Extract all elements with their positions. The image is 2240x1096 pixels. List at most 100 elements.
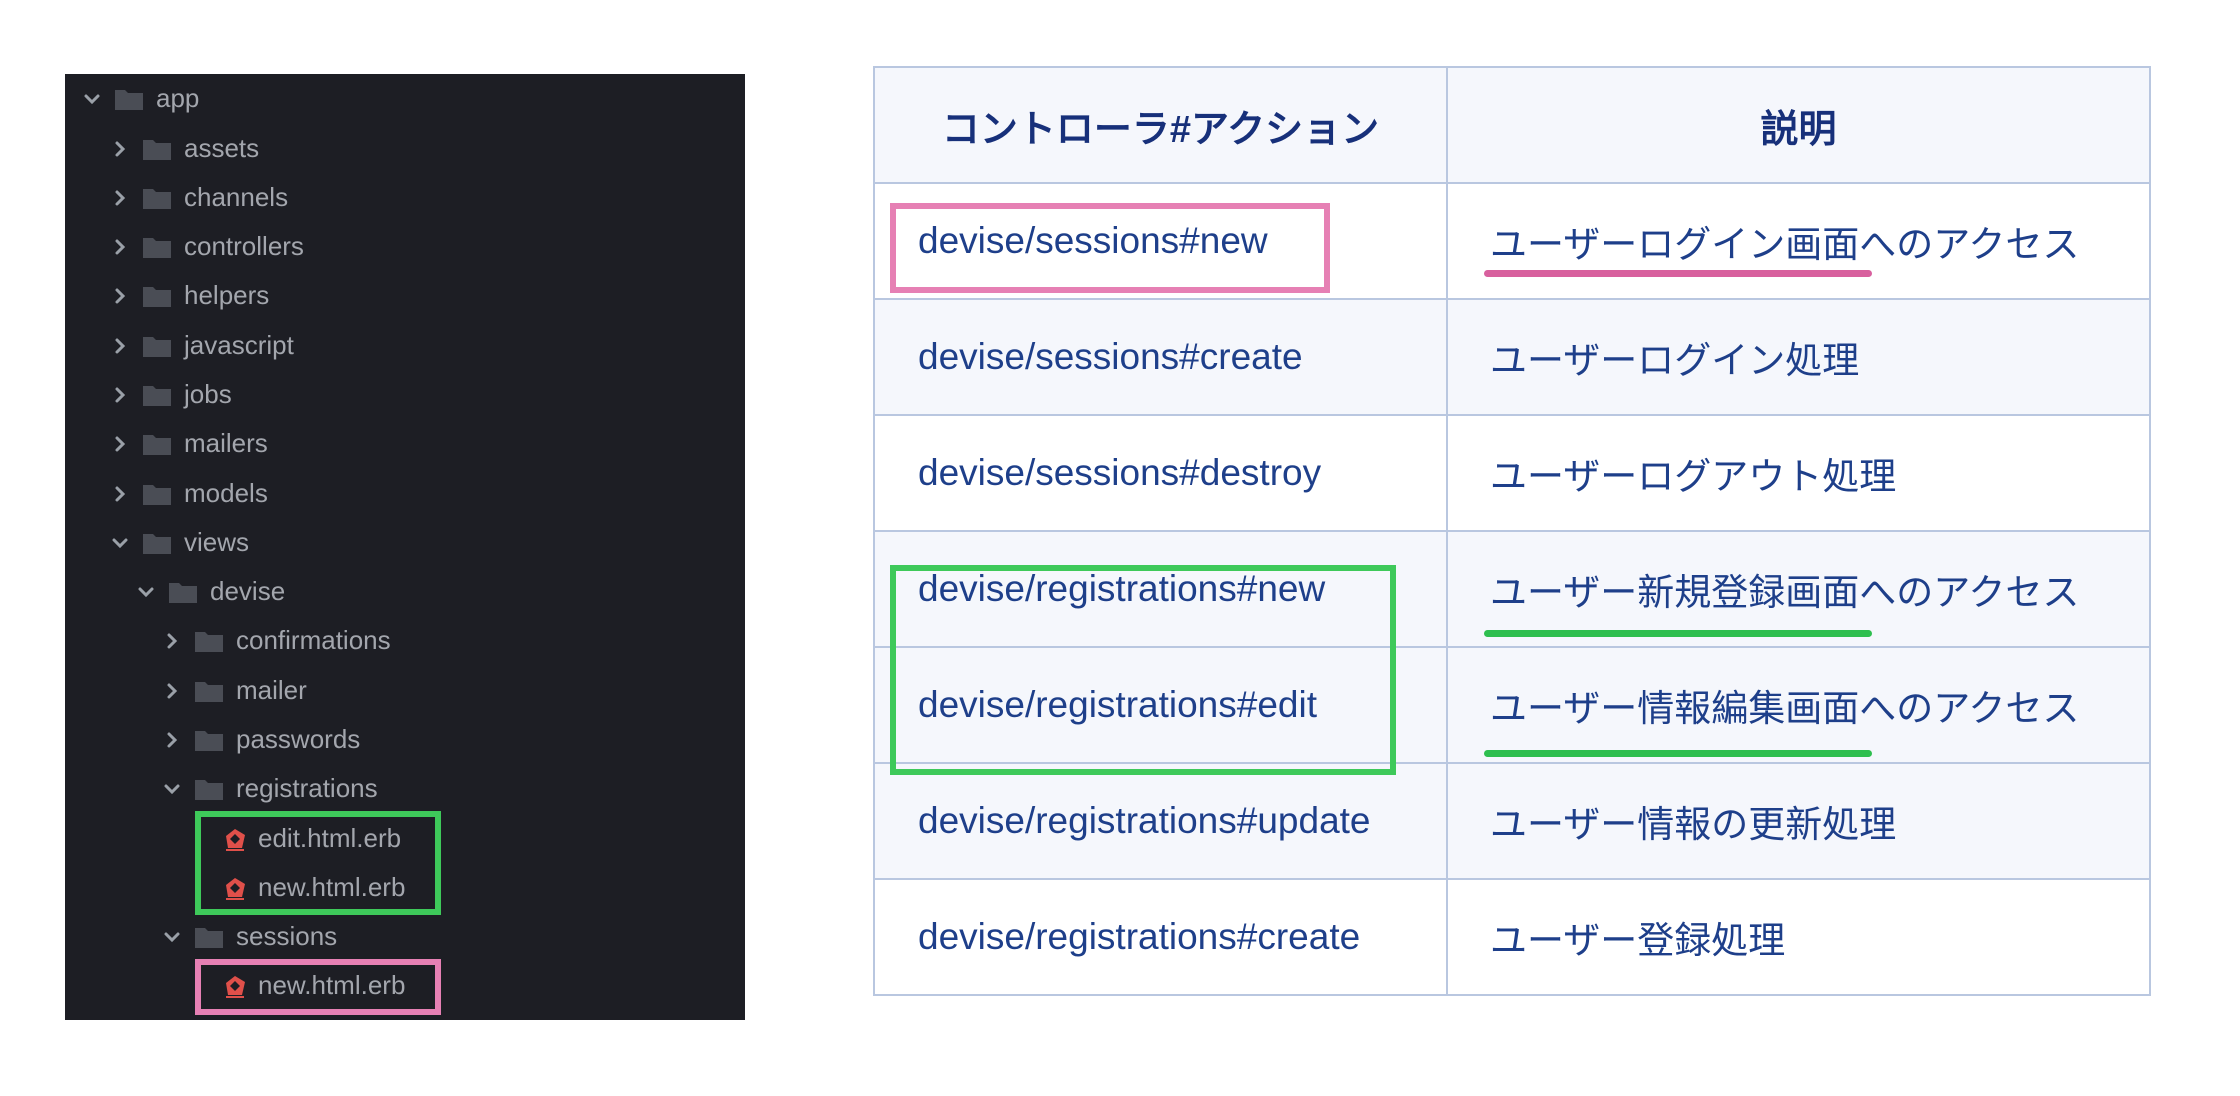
tree-item-label: jobs [184, 379, 232, 409]
chevron-right-icon [108, 383, 132, 407]
folder-icon [142, 334, 172, 358]
chevron-right-icon [108, 432, 132, 456]
chevron-down-icon [80, 87, 104, 111]
tree-item-label: views [184, 527, 250, 557]
file-tree: app assets channels controllers helpers … [65, 74, 745, 1020]
tree-item-label: edit.html.erb [258, 823, 402, 853]
table-row: devise/registrations#edit ユーザー情報編集画面へのアク… [873, 646, 2151, 764]
folder-icon [142, 432, 172, 456]
tree-item-controllers[interactable]: controllers [108, 222, 304, 271]
tree-item-label: passwords [236, 724, 361, 754]
tree-item-helpers[interactable]: helpers [108, 271, 269, 320]
chevron-right-icon [160, 728, 184, 752]
description-underline [1484, 630, 1872, 637]
folder-icon [142, 482, 172, 506]
description-underline [1484, 270, 1872, 277]
tree-item-models[interactable]: models [108, 469, 268, 518]
tree-item-label: app [156, 83, 200, 113]
description-cell: ユーザー情報の更新処理 [1446, 762, 2151, 880]
tree-item-label: channels [184, 182, 289, 212]
registrations-new-edit-highlight [890, 565, 1396, 775]
tree-item-confirmations[interactable]: confirmations [160, 616, 391, 665]
tree-file-edit-html-erb[interactable]: edit.html.erb [222, 814, 401, 863]
folder-icon [114, 87, 144, 111]
chevron-right-icon [108, 186, 132, 210]
table-row: devise/registrations#update ユーザー情報の更新処理 [873, 762, 2151, 880]
chevron-down-icon [134, 580, 158, 604]
tree-item-sessions[interactable]: sessions [160, 912, 337, 961]
ruby-erb-file-icon [222, 875, 248, 901]
chevron-right-icon [108, 482, 132, 506]
folder-icon [142, 137, 172, 161]
tree-item-label: assets [184, 133, 260, 163]
folder-icon [194, 925, 224, 949]
chevron-down-icon [160, 925, 184, 949]
tree-item-channels[interactable]: channels [108, 173, 288, 222]
folder-icon [142, 186, 172, 210]
registrations-files-highlight [195, 811, 441, 915]
tree-file-sessions-new-html-erb[interactable]: new.html.erb [222, 961, 405, 1010]
folder-icon [142, 235, 172, 259]
tree-item-label: mailers [184, 428, 268, 458]
tree-item-app[interactable]: app [80, 74, 199, 123]
tree-file-registrations-new-html-erb[interactable]: new.html.erb [222, 863, 405, 912]
folder-icon [168, 580, 198, 604]
description-cell: ユーザーログアウト処理 [1446, 414, 2151, 532]
tree-item-label: sessions [236, 921, 338, 951]
action-cell: devise/registrations#edit [873, 646, 1448, 764]
action-cell: devise/sessions#destroy [873, 414, 1448, 532]
tree-item-label: controllers [184, 231, 304, 261]
table-row: devise/sessions#new ユーザーログイン画面へのアクセス [873, 182, 2151, 300]
chevron-right-icon [160, 679, 184, 703]
folder-icon [194, 728, 224, 752]
description-cell: ユーザーログイン画面へのアクセス [1446, 182, 2151, 300]
table-row: devise/registrations#new ユーザー新規登録画面へのアクセ… [873, 530, 2151, 648]
tree-item-assets[interactable]: assets [108, 124, 259, 173]
sessions-new-highlight [890, 203, 1330, 293]
tree-item-registrations[interactable]: registrations [160, 764, 378, 813]
chevron-down-icon [160, 777, 184, 801]
tree-item-javascript[interactable]: javascript [108, 321, 294, 370]
chevron-right-icon [160, 629, 184, 653]
tree-item-devise[interactable]: devise [134, 567, 285, 616]
tree-item-label: mailer [236, 675, 307, 705]
tree-item-label: helpers [184, 280, 270, 310]
tree-item-views[interactable]: views [108, 518, 249, 567]
action-cell: devise/sessions#create [873, 298, 1448, 416]
folder-icon [142, 284, 172, 308]
sessions-file-highlight [195, 959, 441, 1015]
ruby-erb-file-icon [222, 973, 248, 999]
chevron-right-icon [108, 334, 132, 358]
description-underline [1484, 750, 1872, 757]
tree-item-label: new.html.erb [258, 872, 406, 902]
column-header-description: 説明 [1446, 66, 2151, 184]
action-cell: devise/registrations#create [873, 878, 1448, 996]
tree-item-label: devise [210, 576, 286, 606]
folder-icon [142, 383, 172, 407]
folder-icon [194, 629, 224, 653]
tree-item-label: models [184, 478, 268, 508]
description-cell: ユーザー登録処理 [1446, 878, 2151, 996]
tree-item-mailer[interactable]: mailer [160, 666, 307, 715]
tree-item-label: confirmations [236, 625, 391, 655]
tree-item-label: new.html.erb [258, 970, 406, 1000]
description-cell: ユーザーログイン処理 [1446, 298, 2151, 416]
folder-icon [194, 777, 224, 801]
description-cell: ユーザー新規登録画面へのアクセス [1446, 530, 2151, 648]
folder-icon [194, 679, 224, 703]
table-row: devise/sessions#create ユーザーログイン処理 [873, 298, 2151, 416]
description-cell: ユーザー情報編集画面へのアクセス [1446, 646, 2151, 764]
folder-icon [142, 531, 172, 555]
chevron-right-icon [108, 235, 132, 259]
tree-item-passwords[interactable]: passwords [160, 715, 360, 764]
table-row: devise/sessions#destroy ユーザーログアウト処理 [873, 414, 2151, 532]
chevron-right-icon [108, 137, 132, 161]
column-header-action: コントローラ#アクション [873, 66, 1448, 184]
action-cell: devise/registrations#new [873, 530, 1448, 648]
chevron-right-icon [108, 284, 132, 308]
tree-item-mailers[interactable]: mailers [108, 419, 268, 468]
routes-table: コントローラ#アクション 説明 devise/sessions#new ユーザー… [873, 66, 2151, 996]
tree-item-jobs[interactable]: jobs [108, 370, 232, 419]
table-header-row: コントローラ#アクション 説明 [873, 66, 2151, 184]
ruby-erb-file-icon [222, 826, 248, 852]
